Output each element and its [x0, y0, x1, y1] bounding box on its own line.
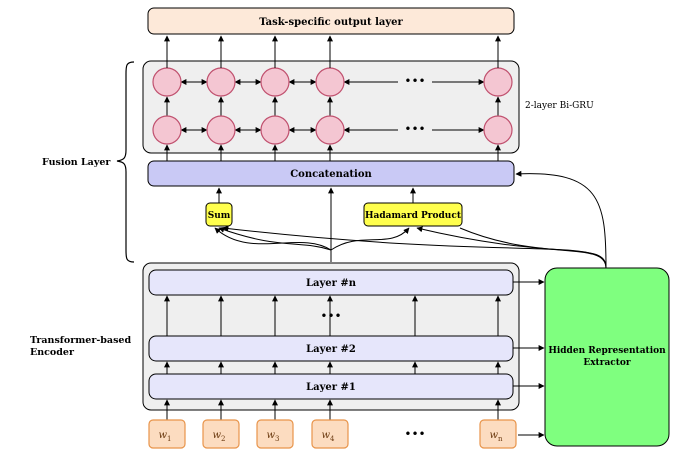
gru-cell [260, 115, 290, 145]
sum-label: Sum [208, 211, 231, 221]
fusion-brace [116, 61, 135, 263]
token-box [148, 419, 186, 449]
concatenation-label: Concatenation [290, 169, 372, 180]
gru-cell [206, 115, 236, 145]
gru-cell [206, 67, 236, 97]
bigru-label: 2-layer Bi-GRU [525, 101, 594, 111]
hadamard-label: Hadamard Product [365, 211, 462, 221]
token-box [479, 419, 517, 449]
token-box [256, 419, 294, 449]
gru-to-output-arrows [164, 35, 501, 68]
gru-connections [164, 79, 501, 133]
layer-2-label: Layer #2 [306, 344, 356, 355]
concat-to-gru-arrows [164, 144, 501, 161]
gru-cell [483, 115, 513, 145]
fusion-arrows [214, 170, 607, 269]
gru-cell [152, 67, 182, 97]
gru-cell [315, 67, 345, 97]
gru-ellipsis: ••• [404, 74, 425, 88]
layer-to-extractor-arrows [513, 279, 545, 438]
token-ellipsis: ••• [404, 427, 425, 441]
token-box [202, 419, 240, 449]
gru-cell [315, 115, 345, 145]
fusion-layer-label: Fusion Layer [42, 157, 111, 168]
output-layer-label: Task-specific output layer [259, 17, 403, 28]
token-box [311, 419, 349, 449]
encoder-label-line2: Encoder [30, 347, 75, 358]
encoder-ellipsis: ••• [320, 309, 341, 323]
hidden-representation-extractor [544, 267, 670, 447]
layer-n-label: Layer #n [306, 278, 357, 289]
gru-cell [260, 67, 290, 97]
layer-1-label: Layer #1 [306, 382, 356, 393]
gru-cell [483, 67, 513, 97]
output-layer-box [147, 7, 515, 35]
extractor-label-line2: Extractor [583, 358, 631, 368]
extractor-label-line1: Hidden Representation [548, 346, 666, 356]
gru-cells [152, 67, 513, 145]
gru-cell [152, 115, 182, 145]
gru-ellipsis-lower: ••• [404, 122, 425, 136]
concatenation-box [147, 160, 515, 187]
encoder-label-line1: Transformer-based [30, 335, 131, 346]
encoder-internal-arrows [164, 295, 501, 420]
